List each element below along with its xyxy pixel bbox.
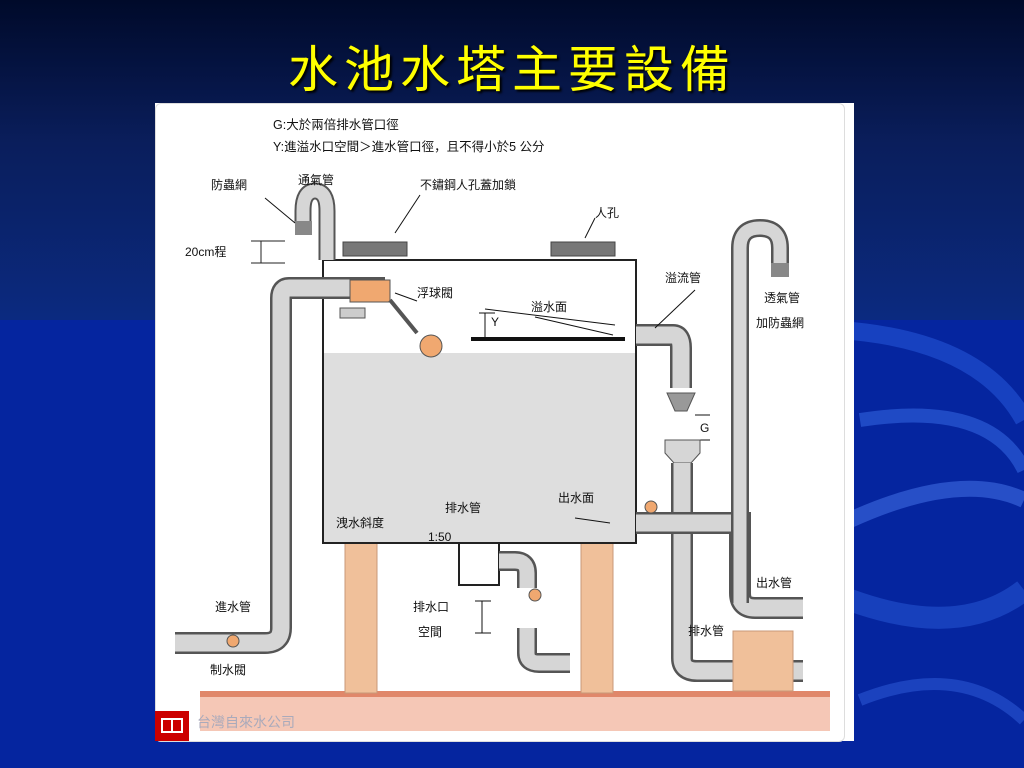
label-manhole-cover: 不鏽鋼人孔蓋加鎖 [420, 178, 517, 192]
diagram-panel: G:大於兩倍排水管口徑 Y:進溢水口空間＞進水管口徑，且不得小於5 公分 防蟲網… [155, 103, 854, 742]
label-inlet-pipe: 進水管 [215, 600, 252, 614]
label-vent-screen-2: 加防蟲網 [756, 316, 805, 330]
outlet-pipe [636, 512, 803, 619]
company-logo [155, 711, 189, 741]
label-control-valve: 制水閥 [210, 663, 247, 677]
outlet-valve [644, 500, 658, 514]
water-tower-diagram [175, 182, 830, 731]
label-vent-pipe: 通氣管 [298, 173, 335, 187]
label-g-mark: G [700, 421, 710, 435]
label-y-mark: Y [491, 315, 500, 329]
float-valve-body [349, 279, 391, 303]
slide-title: 水池水塔主要設備 [288, 41, 736, 99]
label-vent-screen-1: 透氣管 [764, 291, 801, 305]
note-y: Y:進溢水口空間＞進水管口徑，且不得小於5 公分 [273, 140, 545, 154]
label-outlet-level: 出水面 [558, 491, 595, 505]
note-g: G:大於兩倍排水管口徑 [273, 118, 399, 132]
label-manhole: 人孔 [595, 206, 620, 220]
support-left [344, 542, 378, 694]
label-float-valve: 浮球閥 [417, 286, 454, 300]
manhole-cover-left [342, 241, 408, 257]
drain-box [458, 542, 500, 586]
pipe-base [732, 630, 794, 692]
drain-valve [528, 588, 542, 602]
label-drain-pipe-top: 排水管 [445, 501, 482, 515]
label-drain-gap-1: 排水口 [413, 600, 450, 614]
water-volume [324, 353, 635, 542]
label-overflow-pipe: 溢流管 [665, 271, 702, 285]
book-icon [161, 718, 183, 733]
label-drain-gap-2: 空間 [418, 625, 443, 639]
watermark-text: 台灣自來水公司 [197, 714, 295, 730]
label-height-20cm: 20cm程 [185, 245, 227, 259]
label-drain-pipe-bottom: 排水管 [688, 624, 725, 638]
label-outlet-pipe: 出水管 [756, 576, 793, 590]
drain-funnel [664, 439, 701, 464]
manhole-cover-right [550, 241, 616, 257]
label-slope-note: 洩水斜度 [336, 516, 385, 530]
control-valve [226, 634, 240, 648]
support-right [580, 542, 614, 694]
float-ball [419, 334, 443, 358]
label-insect-screen: 防蟲網 [211, 178, 248, 192]
ground [200, 691, 830, 731]
label-overflow-level: 溢水面 [531, 300, 568, 314]
label-slope-ratio: 1:50 [428, 530, 452, 544]
